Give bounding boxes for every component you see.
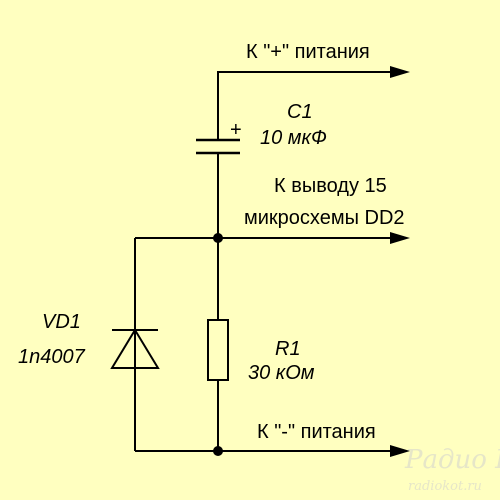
capacitor-value: 10 мкФ [260,127,327,149]
watermark-brand: Радио КОТ [404,445,500,475]
resistor-r1 [207,319,229,381]
resistor-ref: R1 [275,338,301,360]
diode-ref: VD1 [42,311,81,333]
diode-triangle [110,328,160,369]
arrow-minus-icon [390,445,410,457]
junction-output [213,233,223,243]
arrow-plus-icon [390,66,410,78]
capacitor-polarity: + [230,119,242,141]
diode-part: 1n4007 [18,346,86,368]
watermark-site: radiokot.ru [408,479,482,494]
label-plus-supply: К "+" питания [246,41,370,63]
wire-plus-rail [217,71,395,140]
label-output-line2: микросхемы DD2 [244,207,405,229]
capacitor-ref: C1 [287,101,313,123]
label-minus-supply: К "-" питания [257,421,376,443]
capacitor-c1 [196,138,240,155]
wires [134,71,395,452]
junction-minus [213,446,223,456]
watermark: Радио КОТ radiokot.ru [404,445,500,494]
arrow-output-icon [390,232,410,244]
label-output-line1: К выводу 15 [274,175,387,197]
diode-vd1 [110,328,160,369]
resistor-value: 30 кОм [248,362,315,384]
